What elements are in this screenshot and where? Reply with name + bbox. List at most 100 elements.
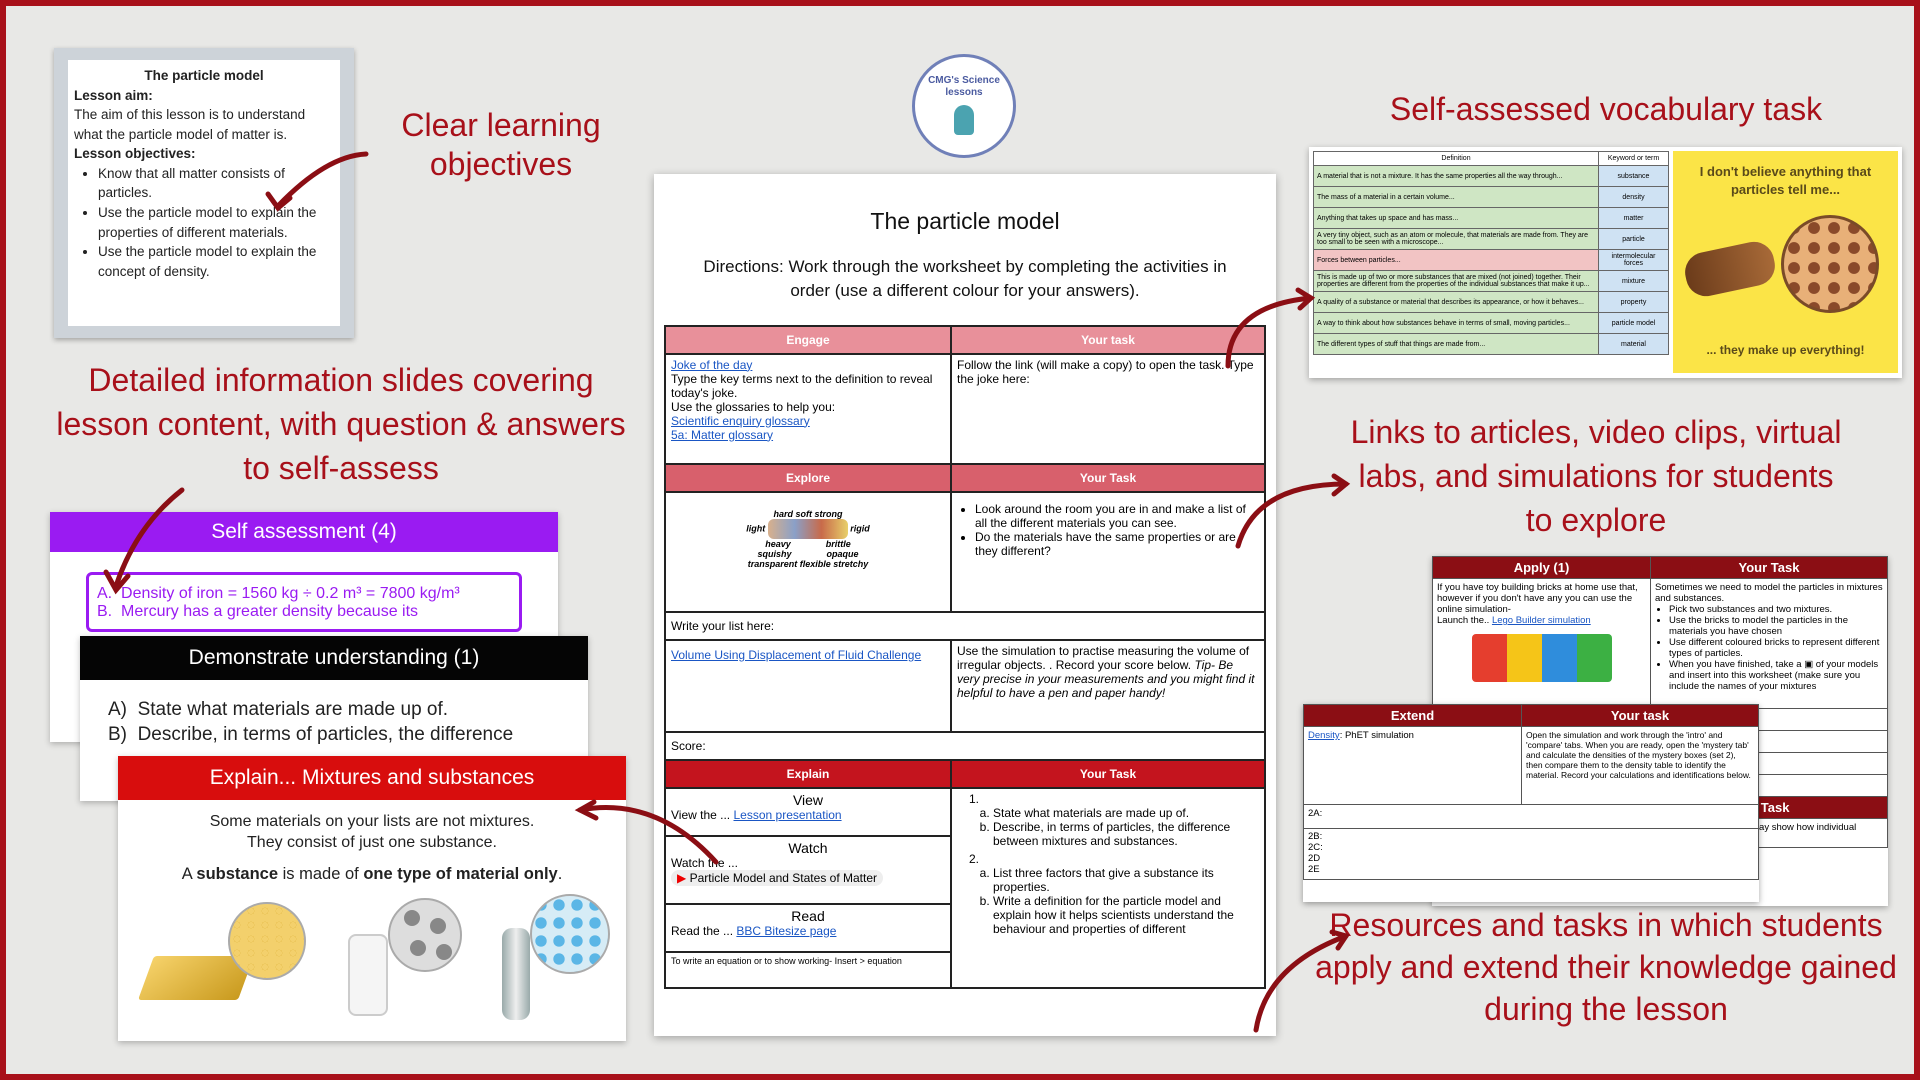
oxygen-particles-icon	[530, 894, 610, 974]
lego-builder-link[interactable]: Lego Builder simulation	[1491, 615, 1591, 626]
sim-task-text: Use the simulation to practise measuring…	[957, 643, 1250, 672]
vocab-col-term: Keyword or term	[1598, 151, 1669, 166]
view-header: View	[792, 791, 824, 808]
demonstrate-title: Demonstrate understanding (1)	[80, 636, 588, 680]
answer-2b: 2B:	[1308, 831, 1323, 842]
sim-tip-text: Tip- Be very precise in your measurement…	[957, 657, 1255, 700]
view-pre: View the ...	[671, 807, 731, 822]
vocab-term[interactable]: property	[1598, 291, 1669, 313]
joke-of-the-day-link[interactable]: Joke of the day	[671, 357, 753, 372]
apply-header: Apply (1)	[1432, 556, 1651, 579]
materials-word-cloud: hard soft strong light rigid heavy britt…	[664, 490, 952, 613]
q1-item: Describe, in terms of particles, the dif…	[993, 820, 1259, 848]
self-assessment-title: Self assessment (4)	[50, 512, 558, 552]
equation-note: To write an equation or to show working-…	[671, 955, 902, 966]
vocab-term[interactable]: intermolecular forces	[1598, 249, 1669, 271]
q1-item: State what materials are made up of.	[993, 806, 1259, 820]
answer-block[interactable]: 2B: 2C: 2D 2E	[1303, 828, 1759, 880]
answer-2a[interactable]: 2A:	[1303, 804, 1759, 829]
oxygen-cylinder-image	[502, 928, 530, 1020]
vocab-definition: A very tiny object, such as an atom or m…	[1313, 228, 1599, 250]
worksheet-title: The particle model	[870, 208, 1060, 234]
explore-bullet: Look around the room you are in and make…	[975, 502, 1259, 530]
vocab-row: The different types of stuff that things…	[1313, 333, 1669, 355]
extend-link-rest: : PhET simulation	[1339, 730, 1414, 741]
explain-def-end: .	[557, 864, 563, 883]
apply-bullet: When you have finished, take a ▣ of your…	[1669, 659, 1883, 692]
callout-objectives: Clear learning objectives	[401, 107, 601, 183]
vocab-row: A material that is not a mixture. It has…	[1313, 165, 1669, 187]
apply-task-header: Your Task	[1650, 556, 1888, 579]
answer-2d: 2D	[1308, 852, 1321, 864]
vocab-row: A very tiny object, such as an atom or m…	[1313, 228, 1669, 250]
vocab-term[interactable]: mixture	[1598, 270, 1669, 292]
explain-slide-title: Explain... Mixtures and substances	[118, 756, 626, 800]
aim-label: Lesson aim:	[74, 87, 153, 103]
engage-task-text[interactable]: Follow the link (will make a copy) to op…	[950, 352, 1266, 465]
matter-glossary-link[interactable]: 5a: Matter glossary	[671, 427, 774, 442]
vocab-definition: A material that is not a mixture. It has…	[1313, 165, 1599, 187]
extend-task-text: Open the simulation and work through the…	[1521, 726, 1759, 805]
lesson-presentation-link[interactable]: Lesson presentation	[733, 807, 842, 822]
watch-pre: Watch the ...	[671, 855, 738, 870]
explain-line-1: Some materials on your lists are not mix…	[209, 813, 535, 830]
density-phet-link[interactable]: Density	[1308, 730, 1340, 741]
vocab-row: Anything that takes up space and has mas…	[1313, 207, 1669, 229]
watch-header: Watch	[788, 839, 828, 856]
engage-task-header: Your task	[950, 324, 1266, 355]
video-chip-label: Particle Model and States of Matter	[689, 870, 878, 885]
apply-bullet: Use the bricks to model the particles in…	[1669, 615, 1883, 637]
vocab-term[interactable]: particle model	[1598, 312, 1669, 334]
vocab-row: This is made up of two or more substance…	[1313, 270, 1669, 292]
demonstrate-a: State what materials are made up of.	[137, 699, 449, 720]
vocab-term[interactable]: matter	[1598, 207, 1669, 229]
explain-task-header: Your Task	[950, 758, 1266, 789]
vocab-row: A way to think about how substances beha…	[1313, 312, 1669, 334]
displacement-sim-link[interactable]: Volume Using Displacement of Fluid Chall…	[671, 647, 922, 662]
particle-faces-icon	[1781, 215, 1879, 313]
engage-text-1: Type the key terms next to the definitio…	[671, 371, 933, 400]
objective-item: Use the particle model to explain the co…	[98, 242, 334, 281]
video-chip[interactable]: ▶ Particle Model and States of Matter	[671, 869, 884, 886]
bbc-bitesize-link[interactable]: BBC Bitesize page	[736, 923, 837, 938]
explain-def-bold: one type of material only	[363, 864, 558, 883]
worksheet-directions: Directions: Work through the worksheet b…	[703, 257, 1227, 300]
vocab-definition: A quality of a substance or material tha…	[1313, 291, 1599, 313]
objective-item: Use the particle model to explain the pr…	[98, 203, 334, 242]
vocab-term[interactable]: substance	[1598, 165, 1669, 187]
scientific-glossary-link[interactable]: Scientific enquiry glossary	[671, 413, 810, 428]
apply-bullet: Pick two substances and two mixtures.	[1669, 604, 1883, 615]
demonstrate-b: Describe, in terms of particles, the dif…	[137, 723, 514, 745]
joke-bottom: ... they make up everything!	[1706, 343, 1865, 357]
extend-task-header: Your task	[1521, 704, 1759, 727]
logo-text: CMG's Science lessons	[928, 75, 1000, 98]
water-particles-icon	[388, 898, 462, 972]
callout-links: Links to articles, video clips, virtual …	[1350, 414, 1842, 539]
score-field[interactable]: Score:	[664, 730, 1266, 761]
callout-vocab: Self-assessed vocabulary task	[1389, 91, 1823, 127]
extend-header: Extend	[1303, 704, 1522, 727]
vocab-term[interactable]: density	[1598, 186, 1669, 208]
read-pre: Read the ...	[671, 923, 734, 938]
vocab-row: A quality of a substance or material tha…	[1313, 291, 1669, 313]
canvas: The particle model Lesson aim: The aim o…	[6, 6, 1914, 1074]
apply-launch-pre: Launch the..	[1437, 615, 1490, 626]
wood-log-icon	[1681, 238, 1779, 300]
explain-def-mid: is made of	[282, 864, 359, 883]
vocab-row: The mass of a material in a certain volu…	[1313, 186, 1669, 208]
vocab-definition: The mass of a material in a certain volu…	[1313, 186, 1599, 208]
joke-top: I don't believe anything that particles …	[1699, 164, 1872, 198]
objectives-title: The particle model	[144, 68, 264, 83]
write-list-field[interactable]: Write your list here:	[664, 610, 1266, 641]
aim-text: The aim of this lesson is to understand …	[74, 107, 306, 142]
gold-particles-icon	[228, 902, 306, 980]
joke-panel: I don't believe anything that particles …	[1673, 151, 1898, 373]
apply-intro: Sometimes we need to model the particles…	[1655, 582, 1883, 604]
lego-bricks-image	[1471, 634, 1612, 682]
explore-header: Explore	[664, 462, 952, 493]
vocab-term[interactable]: material	[1598, 333, 1669, 355]
vocab-definition: Anything that takes up space and has mas…	[1313, 207, 1599, 229]
explore-task-header: Your Task	[950, 462, 1266, 493]
vocab-term[interactable]: particle	[1598, 228, 1669, 250]
vocab-definition: Forces between particles...	[1313, 249, 1599, 271]
